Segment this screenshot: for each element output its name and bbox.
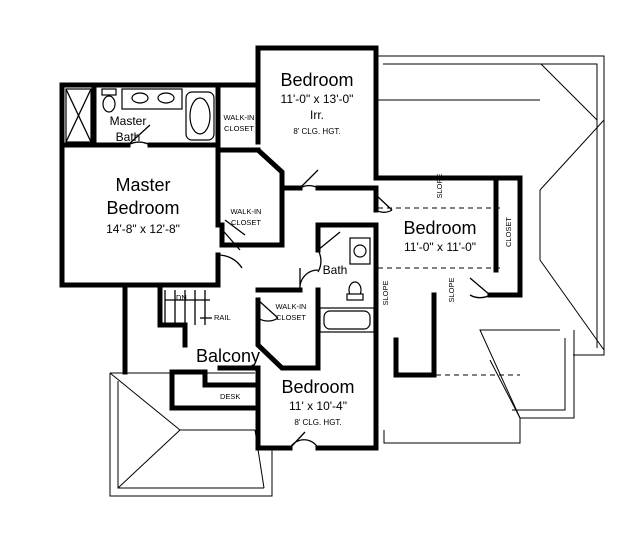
master-bedroom: Master Bedroom 14'-8" x 12'-8" — [106, 175, 180, 236]
bedroom-top: Bedroom 11'-0" x 13'-0" Irr. 8' CLG. HGT… — [280, 70, 353, 136]
bedroom-right-name: Bedroom — [403, 218, 476, 238]
walkin-label-3: WALK-IN — [276, 302, 307, 311]
fixtures — [65, 88, 375, 333]
master-bath-name-1: Master — [110, 114, 147, 128]
dn-label: DN — [176, 293, 187, 302]
stairs — [164, 290, 212, 325]
bath-name: Bath — [323, 263, 348, 277]
bedroom-top-note: Irr. — [310, 108, 324, 122]
rail-label: RAIL — [214, 313, 231, 322]
master-bedroom-name-2: Bedroom — [106, 198, 179, 218]
annotations: WALK-IN CLOSET WALK-IN CLOSET WALK-IN CL… — [176, 113, 513, 401]
walkin-label-1: WALK-IN — [224, 113, 255, 122]
slope-label-1: SLOPE — [435, 173, 444, 198]
doors — [127, 124, 491, 449]
balcony-name: Balcony — [196, 346, 260, 366]
closet-right-label: CLOSET — [504, 217, 513, 247]
bedroom-right: Bedroom 11'-0" x 11'-0" — [403, 218, 476, 254]
slope-label-2: SLOPE — [381, 280, 390, 305]
master-bath-name-2: Bath — [116, 130, 141, 144]
slope-label-3: SLOPE — [447, 277, 456, 302]
bedroom-top-dims: 11'-0" x 13'-0" — [281, 92, 354, 106]
closet-label-2: CLOSET — [231, 218, 261, 227]
desk-label: DESK — [220, 392, 240, 401]
walls — [59, 45, 523, 451]
bedroom-top-ceiling: 8' CLG. HGT. — [293, 127, 340, 136]
bedroom-bottom: Bedroom 11' x 10'-4" 8' CLG. HGT. — [281, 377, 354, 427]
walkin-label-2: WALK-IN — [231, 207, 262, 216]
roof-lines — [109, 55, 605, 497]
bedroom-top-name: Bedroom — [280, 70, 353, 90]
bedroom-bottom-name: Bedroom — [281, 377, 354, 397]
bedroom-bottom-dims: 11' x 10'-4" — [289, 399, 347, 413]
closet-label-3: CLOSET — [276, 313, 306, 322]
master-bedroom-name-1: Master — [115, 175, 170, 195]
master-bedroom-dims: 14'-8" x 12'-8" — [106, 222, 180, 236]
bedroom-bottom-ceiling: 8' CLG. HGT. — [294, 418, 341, 427]
closet-label-1: CLOSET — [224, 124, 254, 133]
master-bath: Master Bath — [110, 114, 147, 144]
bedroom-right-dims: 11'-0" x 11'-0" — [404, 240, 476, 254]
